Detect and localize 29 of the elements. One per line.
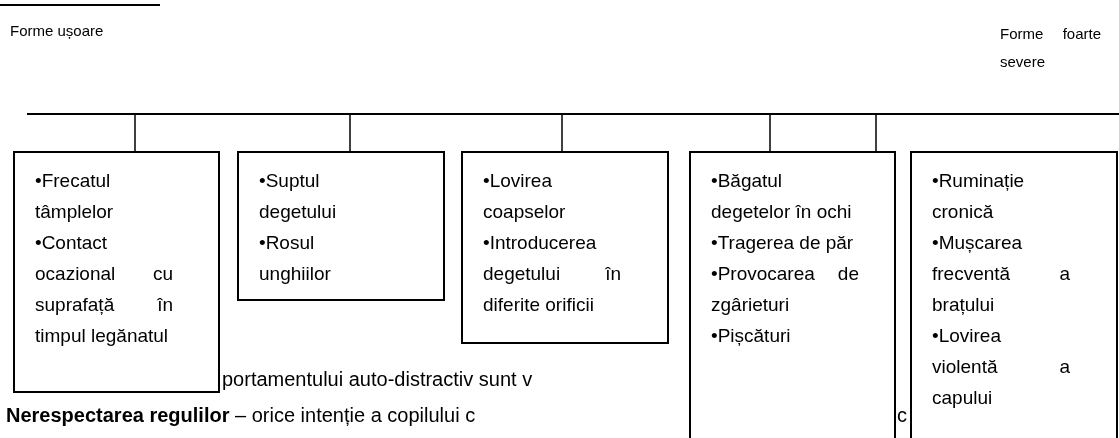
list-item: •Lovirea coapselor	[483, 169, 567, 224]
list-item: •Provocarea de zgârieturi	[711, 262, 859, 317]
paragraph-text: Nerespectarea regulilor – orice intenție a copilului c	[6, 404, 476, 426]
connector-line	[349, 114, 351, 152]
category-box	[237, 151, 445, 301]
list-item: •Contact ocazional cu suprafață în timpul legănatul	[35, 231, 173, 348]
category-box	[13, 151, 220, 393]
connector-line	[134, 114, 136, 152]
category-box	[910, 151, 1118, 438]
list-item: •Frecatul tâmplelor	[35, 169, 115, 224]
list-item: •Tragerea de păr	[711, 231, 855, 255]
connector-line	[769, 114, 771, 152]
scale-end-label: Forme ușoare	[10, 21, 104, 41]
list-item: •Mușcarea frecventă a brațului	[932, 231, 1070, 317]
list-item: •Pișcături	[711, 324, 792, 348]
list-item: •Ruminație cronică	[932, 169, 1026, 224]
paragraph-text: c	[897, 404, 907, 426]
category-box	[689, 151, 896, 438]
connector-line	[875, 114, 877, 152]
connector-line	[561, 114, 563, 152]
scale-bar	[27, 113, 1119, 115]
list-item: •Suptul degetului	[259, 169, 338, 224]
scale-end-label: Forme foarte severe	[1000, 24, 1101, 72]
list-item: •Băgatul degetelor în ochi	[711, 169, 853, 224]
list-item: •Rosul unghiilor	[259, 231, 332, 286]
paragraph-text: portamentului auto-distractiv sunt v	[222, 368, 533, 390]
list-item: •Introducerea degetului în diferite orificii	[483, 231, 621, 317]
list-item: •Lovirea violentă a capului	[932, 324, 1070, 410]
category-box	[461, 151, 669, 344]
